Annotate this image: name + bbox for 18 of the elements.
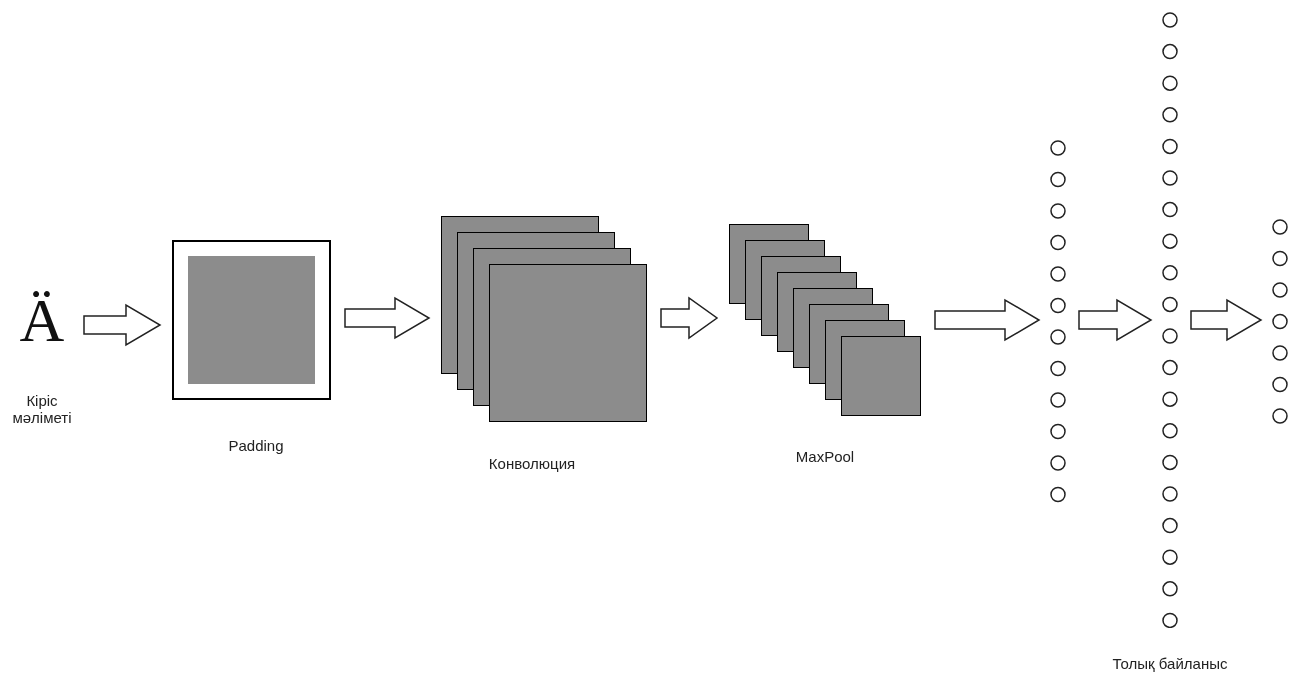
- layer-caption: Конволюция: [487, 455, 577, 472]
- layer-caption: MaxPool: [794, 448, 856, 465]
- block-arrow: [83, 303, 162, 347]
- padded-input-drawing: [172, 240, 331, 400]
- feature-map-stack-drawing: [729, 224, 921, 416]
- block-arrow: [1078, 298, 1153, 342]
- input-letter: Ä: [14, 280, 70, 360]
- neuron-column-drawing: [1162, 12, 1178, 629]
- feature-map-stack-drawing: [441, 216, 647, 422]
- block-arrow: [344, 296, 431, 340]
- layer-caption: Кіріс мәліметі: [11, 392, 73, 426]
- neuron-column-drawing: [1050, 140, 1066, 503]
- block-arrow: [934, 298, 1041, 342]
- block-arrow: [660, 296, 719, 340]
- layer-caption: Padding: [227, 437, 285, 454]
- layer-caption: Толық байланыс: [1111, 655, 1229, 672]
- block-arrow: [1190, 298, 1263, 342]
- neuron-column-drawing: [1272, 219, 1288, 424]
